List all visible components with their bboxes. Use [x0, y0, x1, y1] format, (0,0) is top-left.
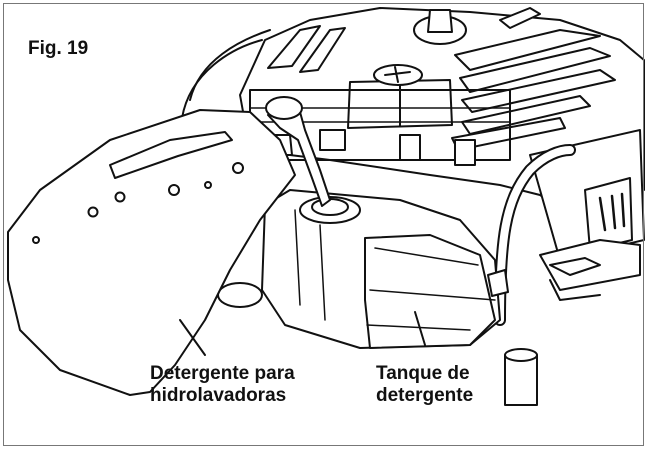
figure-number: Fig. 19 [28, 38, 89, 59]
callout-line: detergente [376, 384, 474, 406]
engine-housing [239, 7, 645, 261]
callout-line: Detergente para [150, 363, 295, 384]
detergent-tank [217, 189, 509, 349]
tank-leader-line [414, 311, 426, 346]
frame-handle [181, 29, 641, 406]
callout-line: Tanque de [376, 363, 470, 384]
detergent-tank-callout: Tanque de detergente [376, 363, 473, 407]
callout-line: hidrolavadoras [150, 384, 287, 406]
figure-frame [3, 3, 644, 446]
detergent-bottle-callout: Detergente para hidrolavadoras [150, 363, 295, 407]
detergent-bottle [7, 96, 331, 396]
